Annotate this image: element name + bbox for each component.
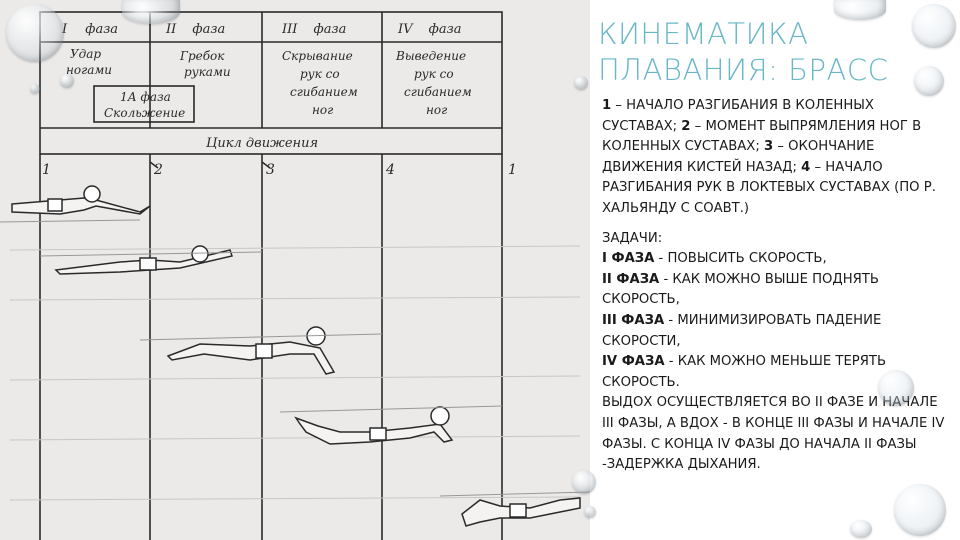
task-item: III фаза - минимизировать падение скорос… — [602, 311, 952, 352]
position-number: 1 — [508, 162, 517, 178]
svg-text:ногами: ногами — [66, 63, 112, 77]
cycle-label: Цикл движения — [206, 136, 318, 151]
position-number: 4 — [385, 162, 395, 178]
breaststroke-phases-figure: I фаза II фаза III фаза IV фаза Удар ног… — [0, 0, 590, 540]
svg-text:ног: ног — [312, 103, 333, 117]
bubble-decoration — [912, 4, 956, 48]
task-item: I фаза - повысить скорость, — [602, 249, 952, 270]
bubble-decoration — [572, 470, 596, 494]
task-item: II фаза - как можно выше поднять скорост… — [602, 270, 952, 311]
svg-text:1А фаза: 1А фаза — [120, 90, 171, 104]
slide-body: 1 – начало разгибания в коленных сустава… — [602, 96, 952, 476]
water-line — [140, 334, 382, 340]
svg-text:ног: ног — [426, 103, 447, 117]
figure-caption: 1 – начало разгибания в коленных сустава… — [602, 96, 952, 220]
phases-diagram: I фаза II фаза III фаза IV фаза Удар ног… — [0, 0, 590, 540]
tasks-heading: Задачи: — [602, 229, 952, 250]
phase-3-desc: Скрывание рук со сгибанием ног — [282, 49, 358, 117]
position-number: 2 — [153, 162, 163, 178]
svg-text:Выведение: Выведение — [395, 49, 466, 63]
bubble-decoration — [6, 4, 64, 62]
phase-2-header: II фаза — [165, 22, 225, 37]
water-line — [440, 492, 590, 496]
bubble-decoration — [30, 84, 40, 94]
svg-text:руками: руками — [184, 65, 231, 79]
swimmer-position-2 — [56, 246, 232, 274]
swimmer-position-4 — [296, 407, 452, 444]
position-number: 3 — [266, 162, 275, 178]
bubble-decoration — [914, 66, 944, 96]
svg-text:сгибанием: сгибанием — [404, 85, 472, 99]
slide-title: КИНЕМАТИКА ПЛАВАНИЯ: БРАСС — [598, 16, 938, 88]
bubble-decoration — [574, 76, 588, 90]
bubble-decoration — [850, 520, 872, 538]
bubble-decoration — [60, 74, 74, 88]
bubble-decoration — [122, 0, 180, 24]
svg-text:рук со: рук со — [300, 67, 340, 81]
bubble-decoration — [584, 506, 596, 518]
position-number: 1 — [42, 162, 51, 178]
phase-4-desc: Выведение рук со сгибанием ног — [395, 49, 472, 117]
svg-text:Скрывание: Скрывание — [282, 49, 353, 63]
svg-text:сгибанием: сгибанием — [290, 85, 358, 99]
bubble-decoration — [894, 484, 946, 536]
sub-phase-label: 1А фаза Скольжение — [104, 90, 185, 120]
water-line — [0, 220, 140, 222]
phase-3-header: III фаза — [281, 22, 346, 37]
water-line — [280, 406, 502, 412]
phase-4-header: IV фаза — [397, 22, 461, 37]
bubble-decoration — [878, 370, 914, 406]
phase-2-desc: Гребок руками — [179, 49, 231, 79]
phase-1-desc: Удар ногами — [66, 47, 112, 77]
svg-text:Удар: Удар — [70, 47, 101, 61]
swimmer-position-3 — [168, 327, 334, 374]
swimmer-position-5 — [462, 498, 580, 526]
bubble-decoration — [834, 0, 886, 20]
scan-texture — [10, 246, 580, 500]
svg-text:Гребок: Гребок — [179, 49, 225, 63]
svg-text:рук со: рук со — [414, 67, 454, 81]
swimmer-position-1 — [12, 186, 150, 214]
svg-text:Скольжение: Скольжение — [104, 106, 185, 120]
phase-1-header: I фаза — [61, 22, 118, 37]
